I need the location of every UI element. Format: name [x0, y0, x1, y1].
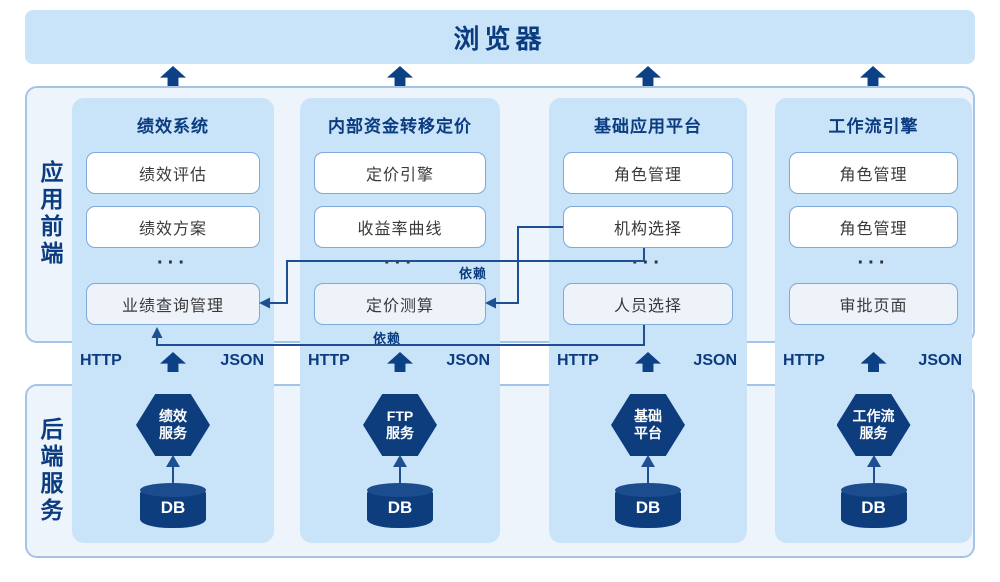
- db-to-service-arrow: [165, 455, 181, 488]
- up-arrow-icon: [387, 352, 413, 372]
- ellipsis-more: ···: [157, 252, 189, 274]
- browser-banner: 浏览器: [25, 10, 975, 64]
- ellipsis-more: ···: [632, 252, 664, 274]
- module-box: 绩效评估: [86, 152, 260, 194]
- json-label: JSON: [693, 352, 737, 369]
- up-arrow-icon: [635, 66, 661, 86]
- protocol-row: HTTP JSON: [549, 349, 747, 375]
- database-cylinder: DB: [140, 483, 206, 528]
- frontend-side-label: 应用前端: [37, 160, 63, 268]
- up-arrow-icon: [635, 352, 661, 372]
- hexagon-label: 平台: [634, 425, 662, 441]
- column-base-platform: 基础应用平台 角色管理 机构选择 ··· 人员选择 HTTP JSON 基础 平…: [549, 98, 747, 543]
- up-arrow-icon: [160, 66, 186, 86]
- module-box: 定价引擎: [314, 152, 486, 194]
- service-hexagon: 基础 平台: [611, 394, 685, 456]
- http-label: HTTP: [557, 352, 599, 369]
- column-title: 绩效系统: [137, 117, 209, 136]
- database-cylinder: DB: [840, 483, 907, 528]
- backend-side-label: 后端服务: [37, 417, 63, 525]
- db-to-service-arrow: [866, 455, 882, 488]
- json-label: JSON: [918, 352, 962, 369]
- module-box: 绩效方案: [86, 206, 260, 248]
- database-cylinder: DB: [367, 483, 433, 528]
- up-arrow-icon: [860, 66, 886, 86]
- up-arrow-icon: [860, 352, 887, 372]
- hexagon-label: 工作流: [852, 408, 895, 424]
- dependency-label: 依赖: [458, 266, 487, 281]
- hexagon-label: 服务: [859, 425, 888, 441]
- db-label: DB: [635, 498, 661, 517]
- module-box-featured: 人员选择: [563, 283, 733, 325]
- module-box: 角色管理: [789, 206, 958, 248]
- http-label: HTTP: [308, 352, 350, 369]
- hexagon-label: 绩效: [159, 408, 187, 424]
- service-hexagon: 工作流 服务: [836, 394, 911, 456]
- db-to-service-arrow: [640, 455, 656, 488]
- hexagon-label: 服务: [386, 425, 414, 441]
- db-to-service-arrow: [392, 455, 408, 488]
- up-arrow-icon: [387, 66, 413, 86]
- up-arrow-icon: [160, 352, 186, 372]
- module-box: 机构选择: [563, 206, 733, 248]
- column-ftp-pricing: 内部资金转移定价 定价引擎 收益率曲线 ··· 定价测算 HTTP JSON F…: [300, 98, 500, 543]
- module-box-featured: 审批页面: [789, 283, 958, 325]
- hexagon-label: FTP: [386, 408, 414, 424]
- module-box: 收益率曲线: [314, 206, 486, 248]
- protocol-row: HTTP JSON: [300, 349, 500, 375]
- service-hexagon: FTP 服务: [363, 394, 437, 456]
- protocol-row: HTTP JSON: [72, 349, 274, 375]
- column-title: 内部资金转移定价: [328, 117, 472, 136]
- hexagon-label: 基础: [634, 408, 662, 424]
- dependency-label: 依赖: [372, 331, 401, 346]
- hexagon-label: 服务: [159, 425, 187, 441]
- json-label: JSON: [446, 352, 490, 369]
- column-title: 工作流引擎: [828, 117, 919, 136]
- http-label: HTTP: [80, 352, 122, 369]
- column-title: 基础应用平台: [594, 117, 702, 136]
- protocol-row: HTTP JSON: [775, 349, 972, 375]
- service-hexagon: 绩效 服务: [136, 394, 210, 456]
- module-box-featured: 定价测算: [314, 283, 486, 325]
- db-label: DB: [861, 498, 886, 517]
- module-box-featured: 业绩查询管理: [86, 283, 260, 325]
- ellipsis-more: ···: [857, 252, 890, 274]
- browser-banner-title: 浏览器: [453, 23, 547, 54]
- db-label: DB: [387, 498, 413, 517]
- database-cylinder: DB: [615, 483, 681, 528]
- column-workflow-engine: 工作流引擎 角色管理 角色管理 ··· 审批页面 HTTP JSON 工作流 服…: [775, 98, 972, 543]
- http-label: HTTP: [783, 352, 825, 369]
- module-box: 角色管理: [563, 152, 733, 194]
- column-performance-system: 绩效系统 绩效评估 绩效方案 ··· 业绩查询管理 HTTP JSON 绩效 服…: [72, 98, 274, 543]
- db-label: DB: [160, 498, 186, 517]
- module-box: 角色管理: [789, 152, 958, 194]
- json-label: JSON: [220, 352, 264, 369]
